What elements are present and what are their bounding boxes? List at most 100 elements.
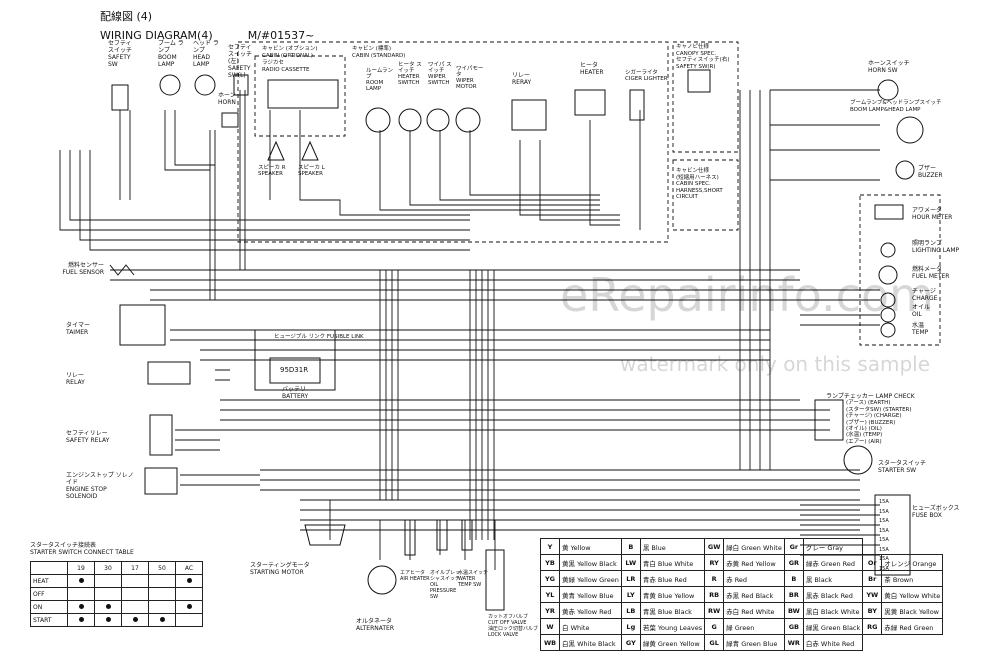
charge-symbol bbox=[880, 292, 896, 308]
radio-symbol bbox=[267, 79, 339, 109]
legend-color-name: 黒赤 Black Red bbox=[802, 586, 864, 603]
starting-motor-symbol bbox=[304, 524, 346, 546]
lamp-switch-symbol bbox=[896, 116, 924, 144]
legend-color-name: 赤黄 Red Yellow bbox=[723, 554, 785, 571]
meter-panel-frame bbox=[859, 194, 941, 346]
legend-code: RW bbox=[704, 602, 725, 619]
legend-code: YB bbox=[540, 554, 560, 571]
legend-color-name: 赤黒 Red Black bbox=[723, 586, 785, 603]
relay-left-symbol bbox=[147, 361, 191, 385]
connect-cell bbox=[121, 574, 149, 588]
safety-sw-l-symbol bbox=[233, 74, 249, 96]
connect-cell bbox=[148, 600, 176, 614]
legend-color-name: 黄黒 Yellow Black bbox=[559, 554, 622, 571]
connect-cell bbox=[148, 587, 176, 601]
starter-row-heat: HEAT bbox=[30, 574, 203, 588]
legend-color-name: 茶 Brown bbox=[881, 570, 944, 587]
connect-cell bbox=[148, 574, 176, 588]
horn-symbol bbox=[221, 112, 239, 128]
cabin-spec-label: キャビン仕様(短縮用ハーネス) CABIN SPEC.HARNESS,SHORT… bbox=[676, 168, 723, 200]
legend-color-name: オレンジ Orange bbox=[881, 554, 944, 571]
fuel-sensor-symbol bbox=[109, 264, 135, 276]
connect-dot-icon bbox=[186, 577, 192, 583]
legend-code: B bbox=[620, 538, 641, 555]
legend-code: LR bbox=[620, 570, 641, 587]
fuse-4: 15A bbox=[879, 527, 889, 534]
legend-code: WR bbox=[783, 634, 804, 651]
starter-row-on: ON bbox=[30, 600, 203, 614]
legend-color-name: 赤緑 Red Green bbox=[881, 618, 944, 635]
legend-code: GL bbox=[704, 634, 725, 651]
lighting-lamp-symbol bbox=[880, 242, 896, 258]
legend-code: W bbox=[540, 618, 560, 635]
lamp-check-symbol bbox=[814, 399, 844, 441]
connect-dot-icon bbox=[78, 577, 84, 583]
legend-color-name: 青黒 Blue Black bbox=[639, 602, 706, 619]
timer-symbol bbox=[119, 304, 166, 346]
starter-row-off: OFF bbox=[30, 587, 203, 601]
oil-pressure-symbol bbox=[436, 519, 448, 551]
legend-color-name: 青白 Blue White bbox=[639, 554, 706, 571]
lamp-check-block: ランプチェッカー LAMP CHECK (アース) (EARTH) (スタータS… bbox=[826, 393, 915, 445]
legend-color-name: 赤白 Red White bbox=[723, 602, 785, 619]
connect-cell bbox=[67, 574, 95, 588]
legend-code: LW bbox=[620, 554, 641, 571]
air-heater-symbol bbox=[404, 519, 416, 556]
oil-symbol bbox=[880, 307, 896, 323]
connect-cell bbox=[67, 613, 95, 627]
hour-meter-symbol bbox=[874, 204, 904, 220]
connect-cell bbox=[67, 587, 95, 601]
connect-cell bbox=[67, 600, 95, 614]
head-lamp-symbol bbox=[194, 74, 216, 96]
top-label-safety-sw-l: セフティ スイッチ(左)SAFETY SW(L) bbox=[228, 44, 253, 79]
connect-dot-icon bbox=[78, 603, 84, 609]
legend-color-name: 青赤 Blue Red bbox=[639, 570, 706, 587]
fuse-6: 15A bbox=[879, 546, 889, 553]
legend-code: Gr bbox=[783, 538, 804, 555]
room-lamp-symbol bbox=[365, 107, 391, 133]
legend-color-name: 黒黄 Black Yellow bbox=[881, 602, 944, 619]
legend-color-name: 黒白 Black White bbox=[802, 602, 864, 619]
fuse-3: 15A bbox=[879, 518, 889, 524]
heater-symbol bbox=[574, 89, 606, 116]
fusible-link-label: ヒュージブル リンク FUSIBLE LINK bbox=[274, 334, 364, 340]
wiper-motor-symbol bbox=[455, 107, 481, 133]
model-number: M/#01537~ bbox=[247, 29, 315, 42]
connect-cell bbox=[121, 613, 149, 627]
legend-code: BW bbox=[783, 602, 804, 619]
starter-sw-symbol bbox=[843, 445, 873, 475]
engine-stop-symbol bbox=[144, 467, 178, 495]
legend-code: BY bbox=[862, 602, 883, 619]
legend-color-name: 緑青 Green Blue bbox=[723, 634, 785, 651]
cabin-spec-frame bbox=[672, 159, 739, 231]
legend-color-name: グレー Gray bbox=[802, 538, 864, 555]
battery-model: 95D31R bbox=[280, 366, 309, 374]
legend-code: GR bbox=[783, 554, 804, 571]
legend-code: YL bbox=[540, 586, 560, 603]
